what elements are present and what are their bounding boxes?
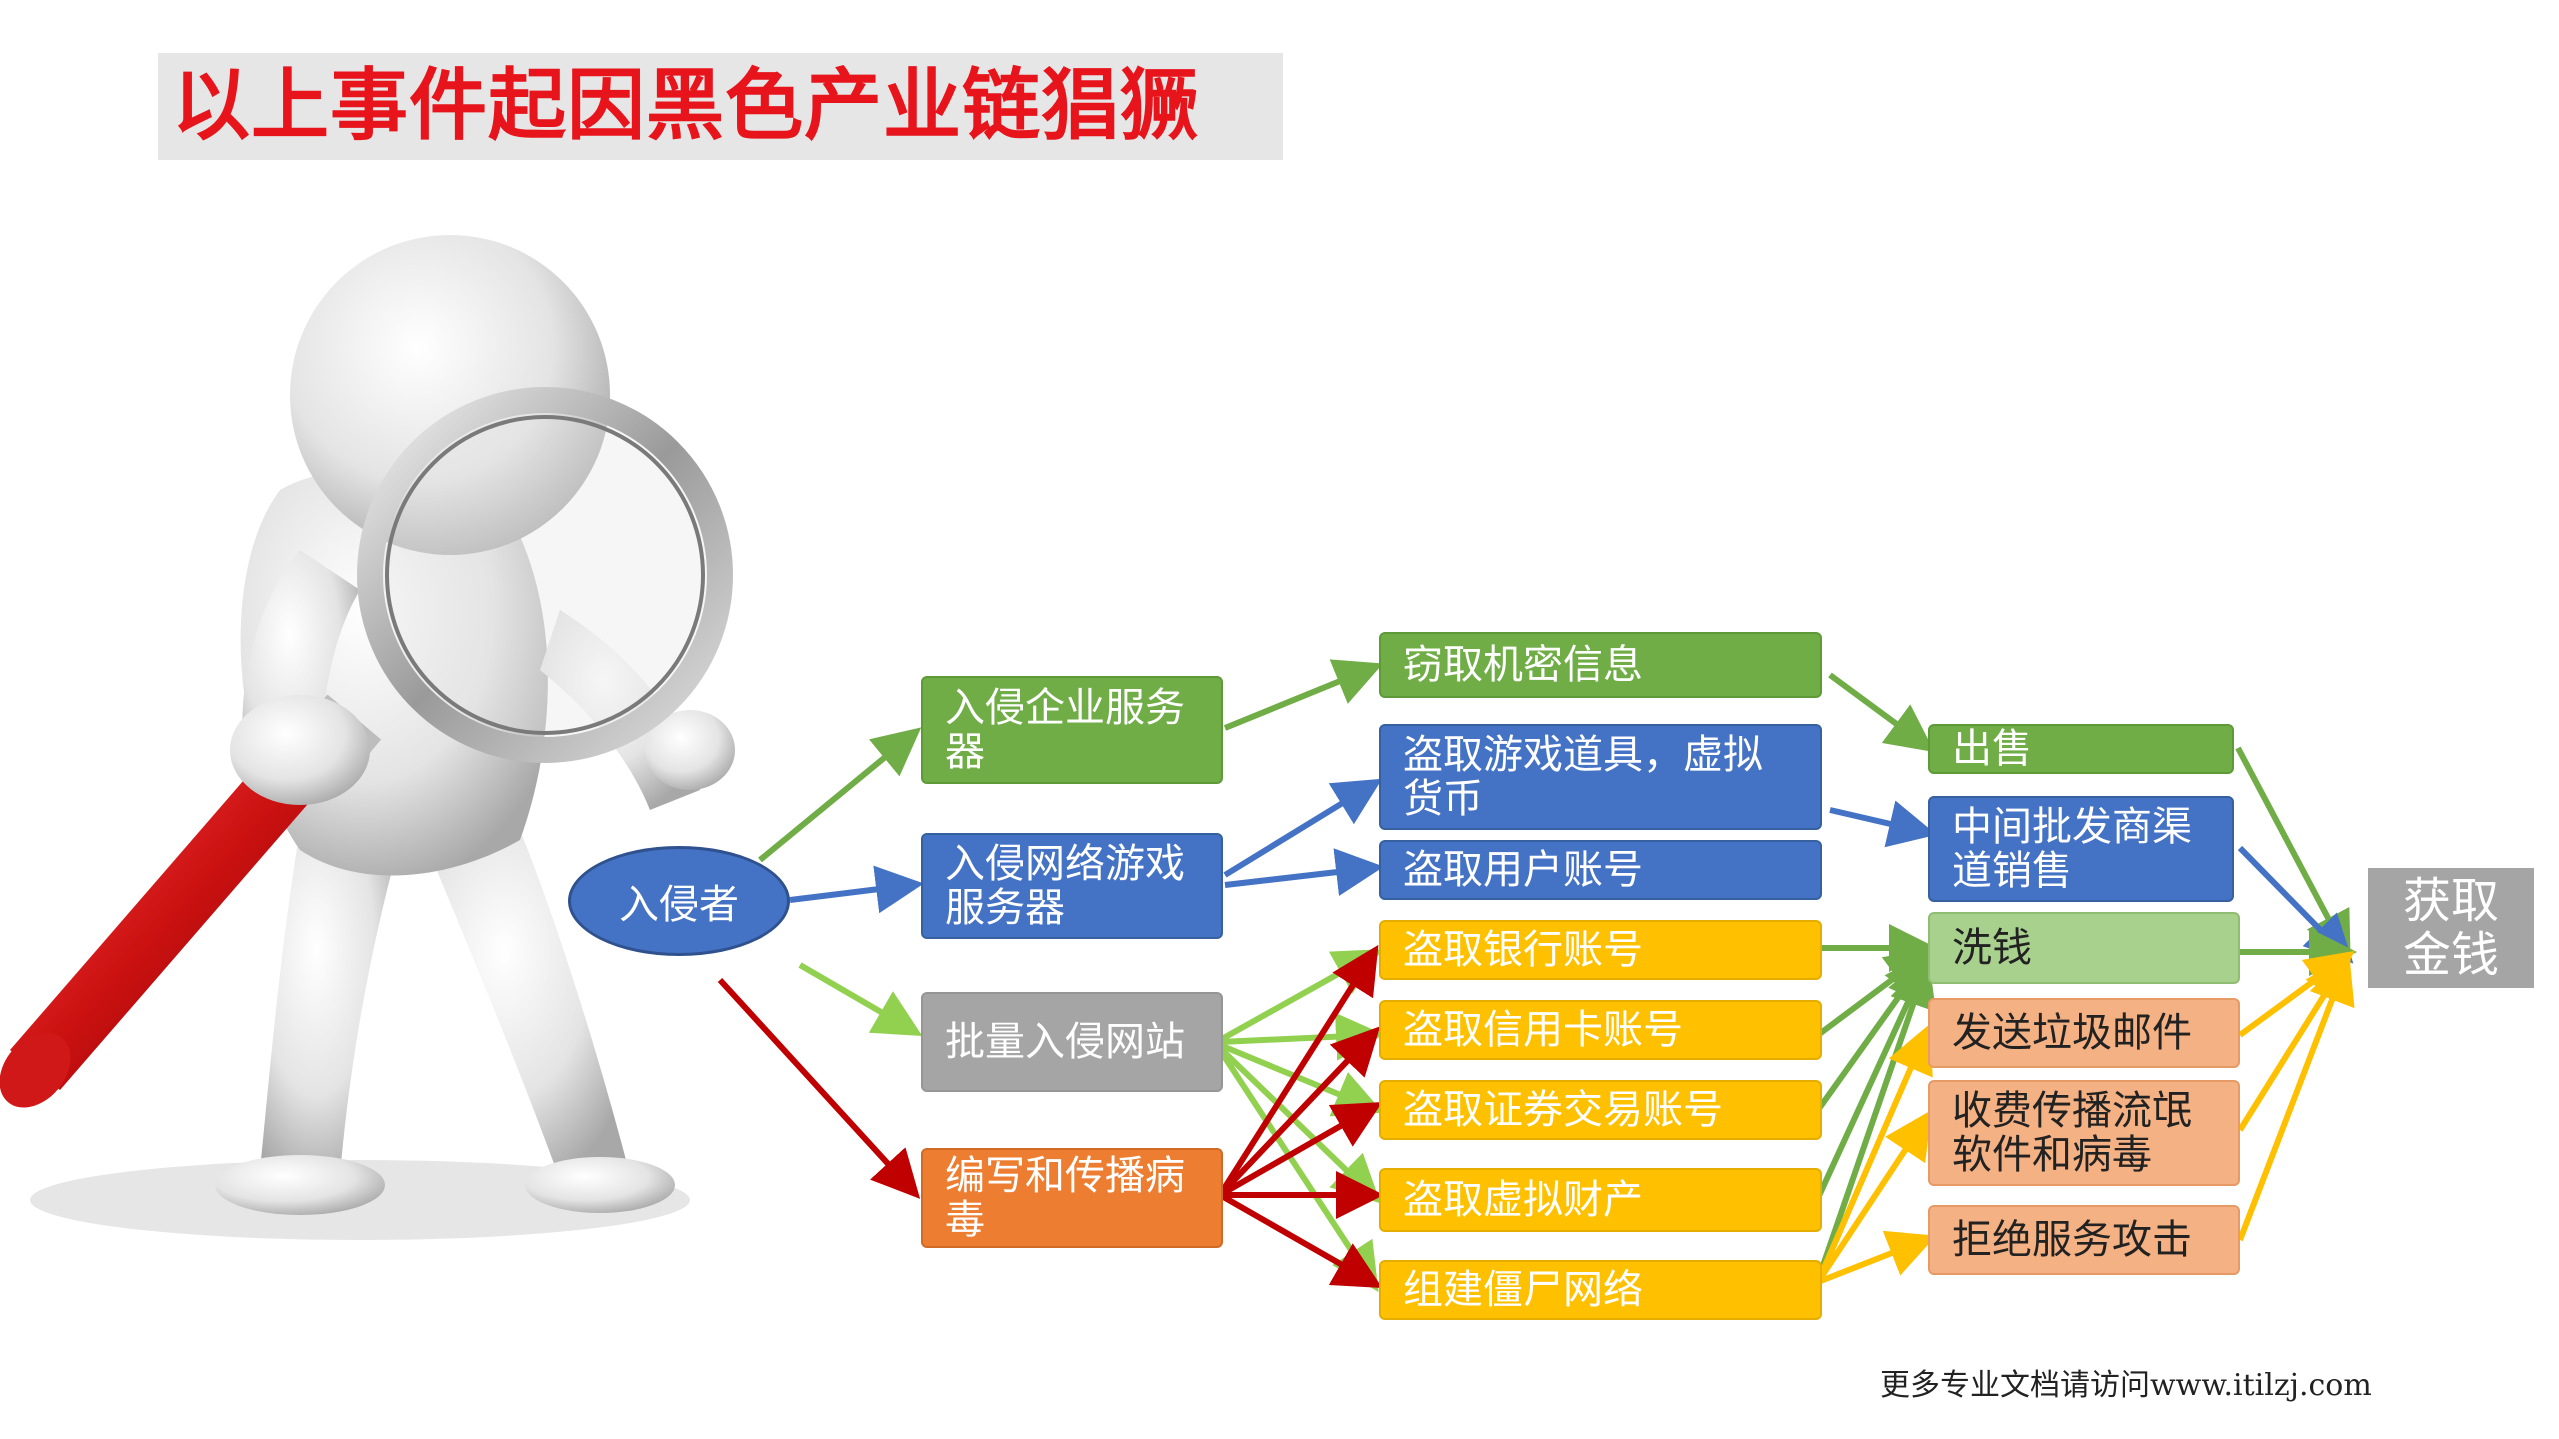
node-hack-game-server: 入侵网络游戏服务器	[921, 833, 1223, 939]
arrow-intruder-batch	[798, 962, 923, 1037]
node-steal-secrets: 窃取机密信息	[1379, 632, 1822, 698]
node-spam: 发送垃圾邮件	[1928, 998, 2240, 1068]
node-steal-virtual-assets: 盗取虚拟财产	[1379, 1168, 1822, 1232]
node-steal-user-account: 盗取用户账号	[1379, 840, 1822, 900]
figure-with-magnifier-illustration	[0, 235, 735, 1240]
node-steal-game-items: 盗取游戏道具，虚拟货币	[1379, 724, 1822, 830]
node-ddos: 拒绝服务攻击	[1928, 1205, 2240, 1275]
footer-link[interactable]: 更多专业文档请访问www.itilzj.com	[1880, 1368, 2372, 1403]
node-get-money: 获取金钱	[2368, 868, 2534, 988]
node-botnet: 组建僵尸网络	[1379, 1260, 1822, 1320]
node-batch-hack: 批量入侵网站	[921, 992, 1223, 1092]
arrow-intruder-game-server	[789, 865, 924, 914]
node-sell: 出售	[1928, 724, 2234, 774]
node-steal-bank-account: 盗取银行账号	[1379, 920, 1822, 980]
arrow-intruder-virus	[717, 977, 921, 1199]
node-steal-credit-card: 盗取信用卡账号	[1379, 1000, 1822, 1060]
node-steal-securities: 盗取证券交易账号	[1379, 1080, 1822, 1140]
title-bar	[158, 53, 1283, 160]
node-get-money-label: 获取金钱	[2402, 873, 2499, 983]
page-title: 以上事件起因黑色产业链猖獗	[172, 61, 1200, 151]
node-virus: 编写和传播病毒	[921, 1148, 1223, 1248]
node-paid-malware: 收费传播流氓软件和病毒	[1928, 1080, 2240, 1186]
node-wholesale: 中间批发商渠道销售	[1928, 796, 2234, 902]
node-intruder: 入侵者	[568, 846, 790, 956]
node-hack-enterprise: 入侵企业服务器	[921, 676, 1223, 784]
arrow-intruder-enterprise	[758, 727, 922, 863]
node-launder: 洗钱	[1928, 912, 2240, 984]
